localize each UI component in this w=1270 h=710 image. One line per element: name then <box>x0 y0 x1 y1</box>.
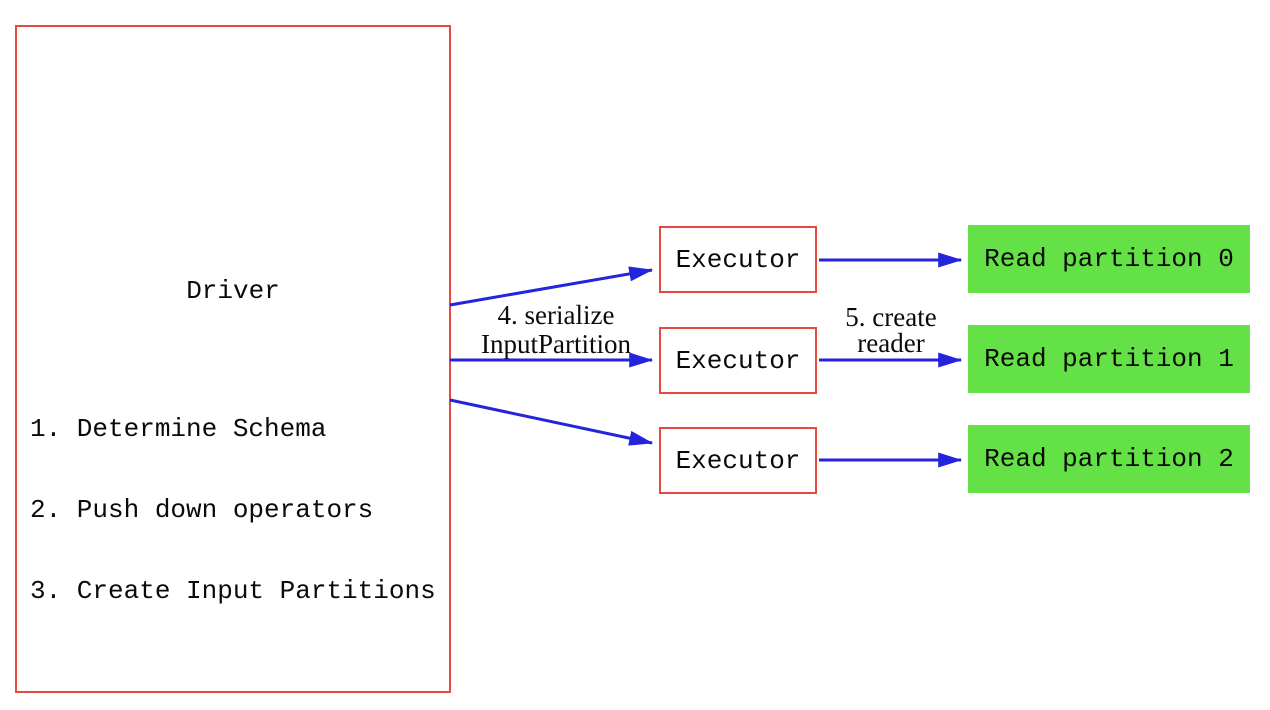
driver-step-1: 1. Determine Schema <box>30 414 327 444</box>
arrow-label-serialize-line1: 4. serialize <box>497 300 615 330</box>
driver-steps-list: 1. Determine Schema 2. Push down operato… <box>30 362 436 659</box>
arrow-label-create-reader: 5. create reader <box>801 302 981 358</box>
driver-step-2: 2. Push down operators <box>30 495 374 525</box>
driver-title: Driver <box>186 276 280 306</box>
driver-step-3: 3. Create Input Partitions <box>30 576 436 606</box>
read-partition-box-0: Read partition 0 <box>968 225 1250 293</box>
arrow-label-serialize-inputpartition: 4. serialize InputPartition <box>446 301 666 359</box>
executor-label-2: Executor <box>675 445 801 476</box>
arrow-label-serialize-line2: InputPartition <box>481 329 631 359</box>
read-partition-label-2: Read partition 2 <box>984 444 1234 474</box>
executor-label-1: Executor <box>675 345 801 376</box>
driver-box <box>15 25 451 693</box>
arrow-label-reader-line2: reader <box>857 328 925 358</box>
arrow-label-reader-line1: 5. create <box>845 302 937 332</box>
read-partition-box-2: Read partition 2 <box>968 425 1250 493</box>
read-partition-label-1: Read partition 1 <box>984 344 1234 374</box>
read-partition-box-1: Read partition 1 <box>968 325 1250 393</box>
read-partition-label-0: Read partition 0 <box>984 244 1234 274</box>
executor-label-0: Executor <box>675 244 801 275</box>
executor-box-1: Executor <box>659 327 817 394</box>
executor-box-2: Executor <box>659 427 817 494</box>
arrow-driver-to-executor-2 <box>449 398 654 446</box>
executor-box-0: Executor <box>659 226 817 293</box>
